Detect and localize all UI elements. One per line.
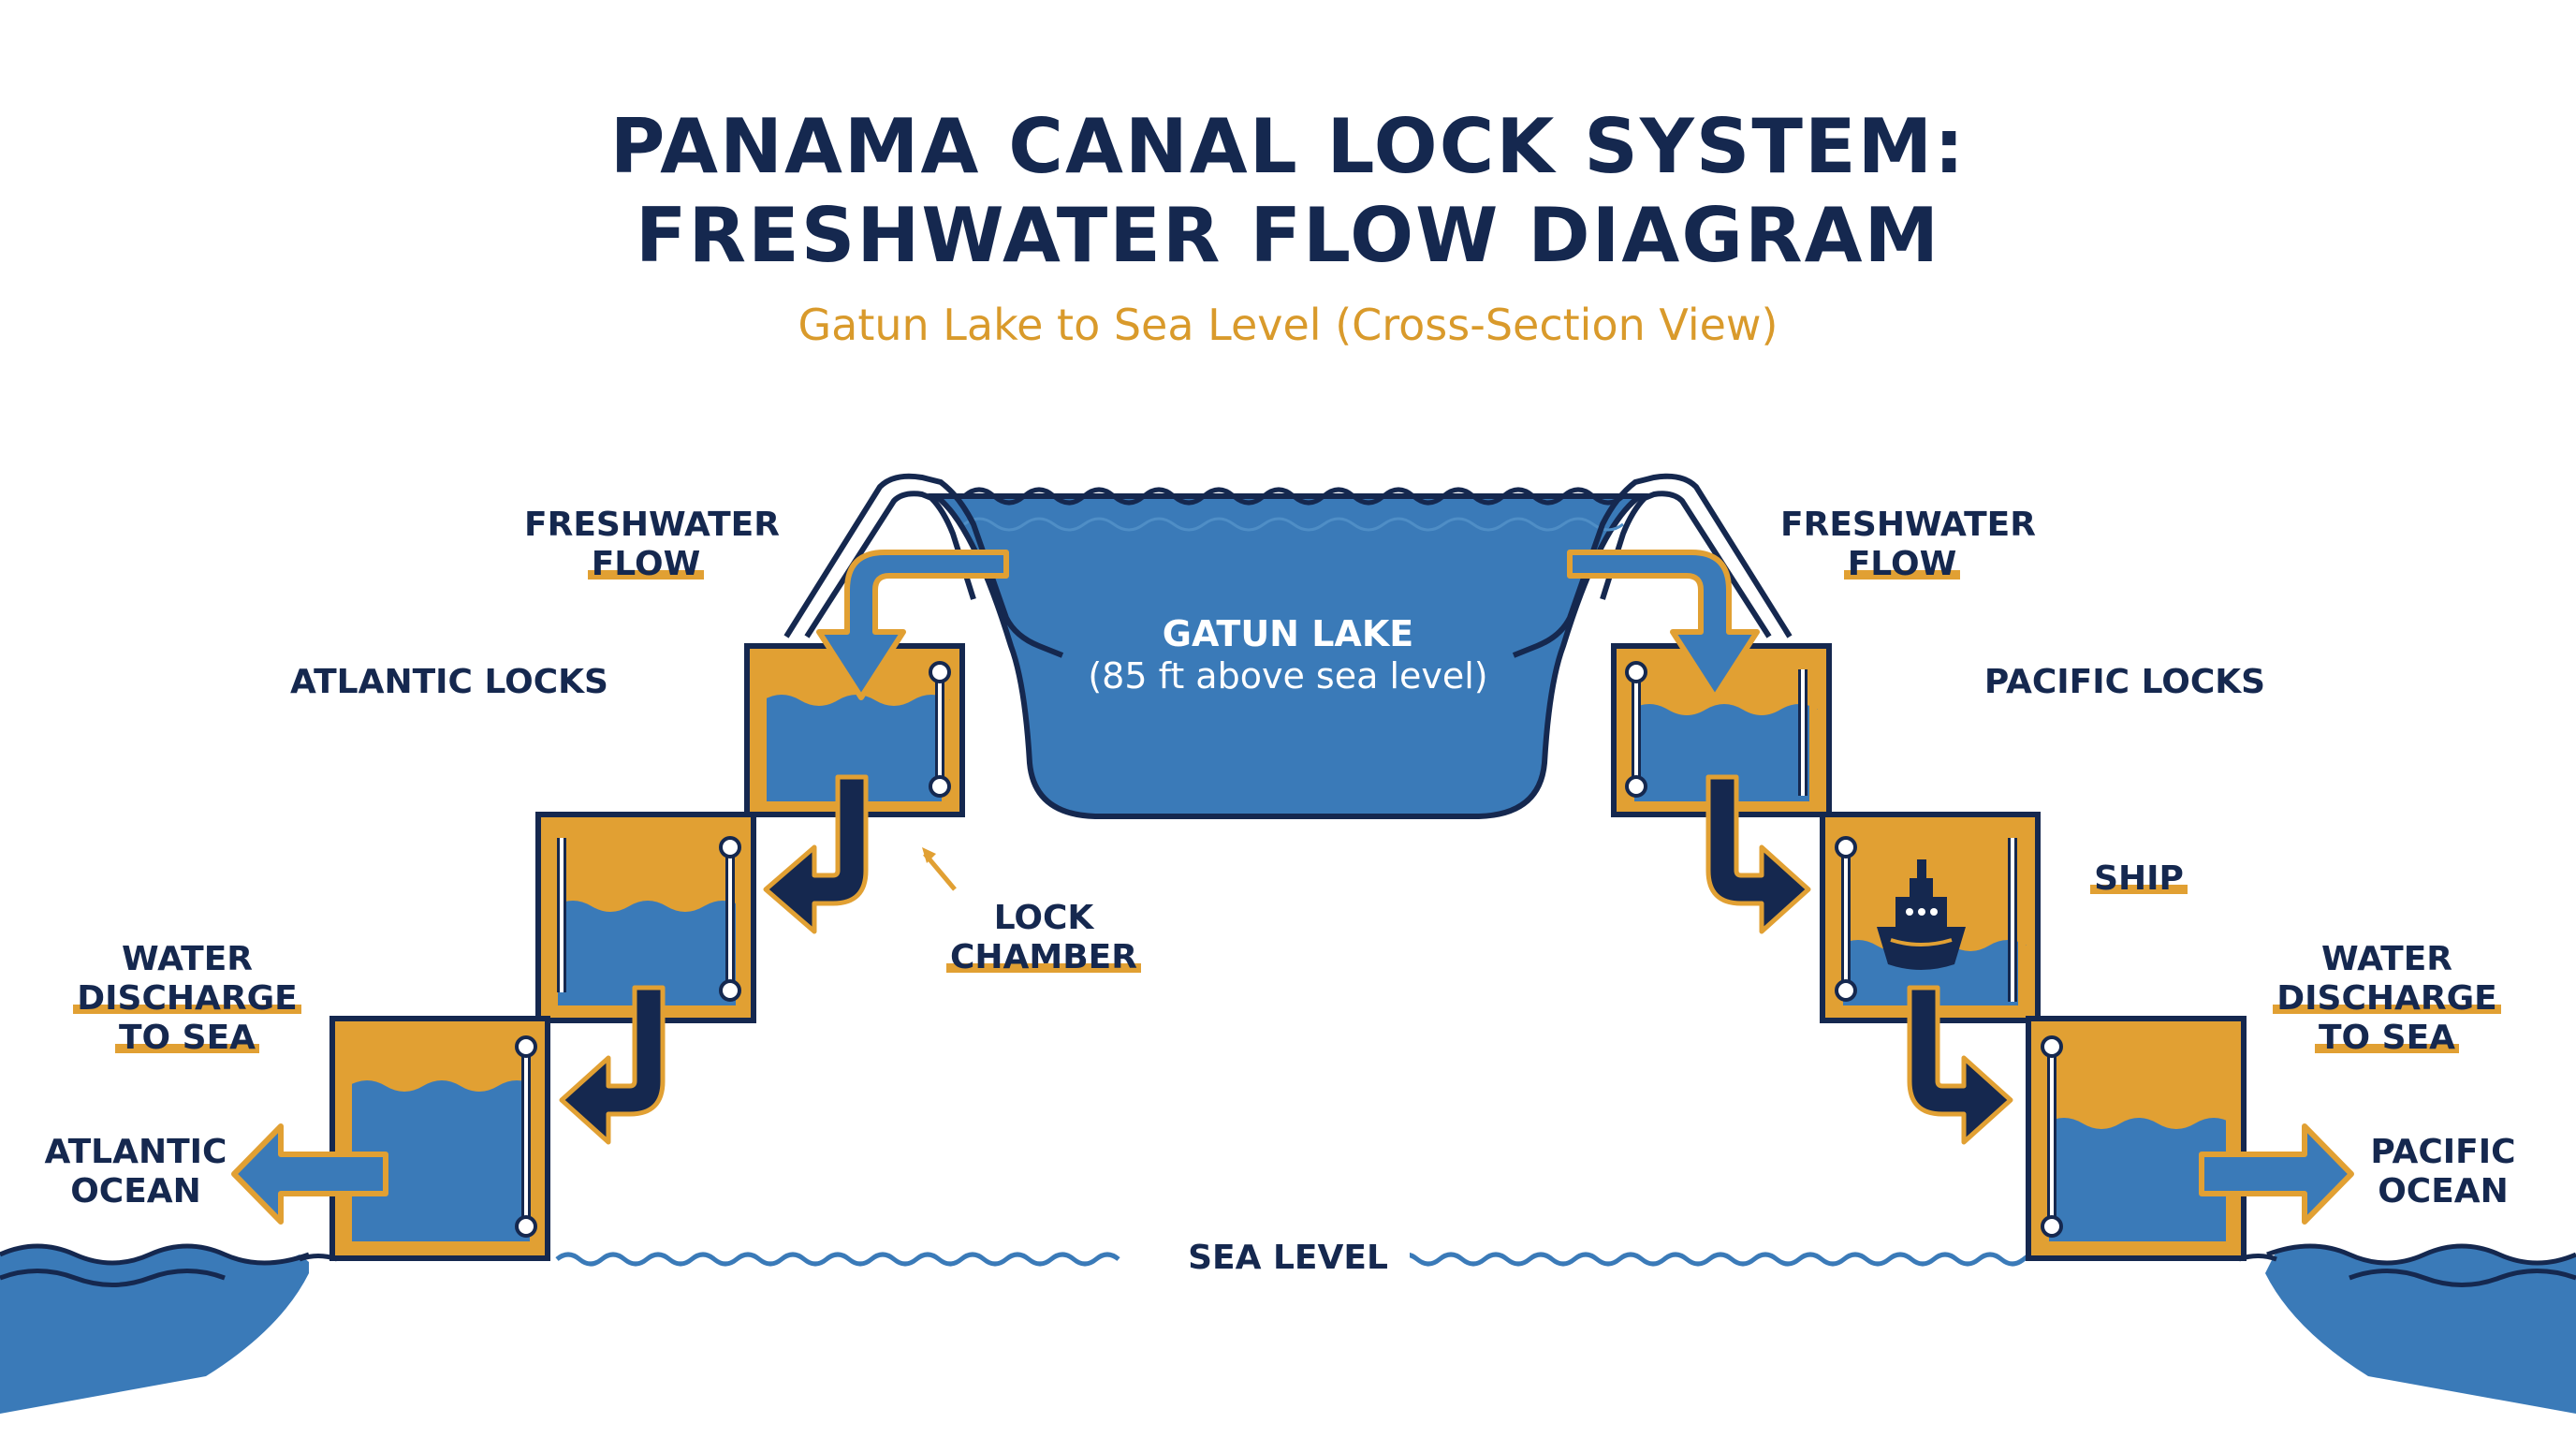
sea-level-label: SEA LEVEL [1166, 1239, 1410, 1278]
ship-label-text: SHIP [2090, 859, 2188, 898]
atlantic-locks-label: ATLANTIC LOCKS [290, 663, 608, 701]
pacific-ocean-water [2265, 1243, 2576, 1414]
atlantic-flow-arrows [559, 774, 869, 1145]
freshwater-flow-label-left: FRESHWATER FLOW [524, 506, 780, 584]
discharge-left-line-2: DISCHARGE [73, 979, 301, 1018]
discharge-label-right: WATER DISCHARGE TO SEA [2256, 940, 2518, 1058]
lock-chamber-line-2: CHAMBER [946, 938, 1141, 976]
pacific-ocean-line-2: OCEAN [2378, 1172, 2509, 1211]
discharge-arrow-pacific [2199, 1123, 2354, 1225]
page-subtitle: Gatun Lake to Sea Level (Cross-Section V… [798, 300, 1778, 350]
gatun-lake [928, 487, 1649, 819]
atlantic-gate-valves [515, 661, 951, 1238]
pacific-gate-valves [1625, 661, 2063, 1238]
page-title-line-2: FRESHWATER FLOW DIAGRAM [635, 192, 1941, 279]
discharge-left-line-3: TO SEA [114, 1019, 260, 1057]
freshwater-flow-left-line-1: FRESHWATER [524, 506, 780, 544]
freshwater-flow-label-right: FRESHWATER FLOW [1780, 506, 2036, 584]
ship-icon [1877, 859, 1966, 970]
pacific-locks-label: PACIFIC LOCKS [1983, 663, 2266, 701]
lock-chamber-label: LOCK CHAMBER [936, 899, 1151, 977]
discharge-left-line-1: WATER [121, 940, 254, 978]
lock-chamber-line-1: LOCK [993, 899, 1094, 937]
page-title-line-1: PANAMA CANAL LOCK SYSTEM: [609, 103, 1967, 190]
discharge-label-left: WATER DISCHARGE TO SEA [56, 940, 318, 1058]
sea-level-line [555, 1252, 2048, 1267]
left-dam [783, 473, 1064, 658]
freshwater-flow-right-line-2: FLOW [1843, 545, 1961, 583]
pacific-lock-chamber-1 [2026, 1016, 2247, 1261]
discharge-right-line-2: DISCHARGE [2273, 979, 2501, 1018]
freshwater-flow-arrow-right [1567, 550, 1760, 700]
lake-name: GATUN LAKE [1162, 613, 1414, 654]
discharge-right-line-1: WATER [2320, 940, 2453, 978]
ship-label: SHIP [2078, 859, 2200, 899]
atlantic-lock-chamber-1 [329, 1016, 550, 1261]
lock-chamber-pointer [922, 847, 957, 891]
pacific-flow-arrows [1705, 774, 2013, 1145]
pacific-ocean-line-1: PACIFIC [2370, 1133, 2516, 1171]
atlantic-ocean-label: ATLANTIC OCEAN [28, 1133, 243, 1211]
atlantic-ocean-line-1: ATLANTIC [44, 1133, 227, 1171]
pacific-ocean-label: PACIFIC OCEAN [2331, 1133, 2555, 1211]
atlantic-ocean-line-2: OCEAN [70, 1172, 201, 1211]
freshwater-flow-left-line-2: FLOW [587, 545, 705, 583]
atlantic-ocean-water [0, 1243, 310, 1414]
lake-elevation: (85 ft above sea level) [1088, 655, 1488, 697]
discharge-right-line-3: TO SEA [2314, 1019, 2460, 1057]
freshwater-flow-right-line-1: FRESHWATER [1780, 506, 2036, 544]
freshwater-flow-arrow-left [816, 550, 1009, 700]
right-dam [1512, 473, 1793, 658]
discharge-arrow-atlantic [231, 1123, 388, 1225]
